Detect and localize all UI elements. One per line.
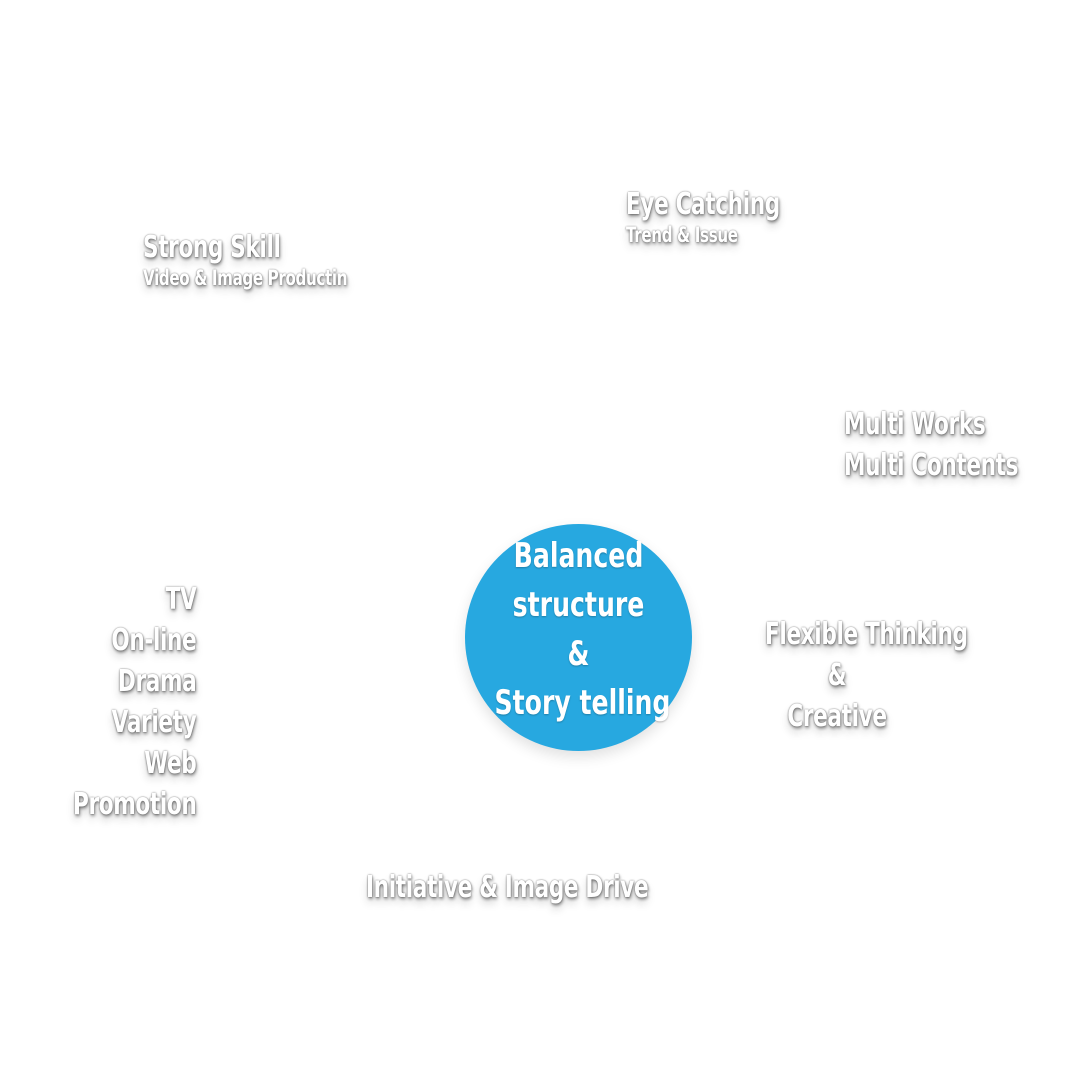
- genre-item: Variety: [111, 705, 196, 740]
- strong-skill-title: Strong Skill: [143, 230, 281, 265]
- center-text: Balanced structure & Story telling: [494, 532, 671, 728]
- genre-item: On-line: [110, 623, 196, 658]
- multi-line-2: Multi Contents: [844, 448, 1019, 483]
- node-multi: Multi Works Multi Contents: [844, 404, 1018, 486]
- flexible-line-1: Flexible Thinking: [765, 617, 968, 652]
- strong-skill-subtitle: Video & Image Productin: [143, 266, 348, 290]
- genre-item: Web: [143, 746, 196, 781]
- node-strong-skill: Strong Skill Video & Image Productin: [143, 230, 347, 291]
- center-line-4: Story telling: [494, 683, 671, 723]
- flexible-line-3: Creative: [787, 699, 887, 734]
- genre-item: Promotion: [72, 787, 197, 822]
- multi-line-1: Multi Works: [844, 407, 986, 442]
- eye-catching-subtitle: Trend & Issue: [626, 223, 738, 247]
- node-genres: TV On-line Drama Variety Web Promotion: [72, 579, 197, 825]
- node-initiative: Initiative & Image Drive: [366, 870, 649, 906]
- center-circle: [465, 524, 692, 751]
- genre-item: TV: [165, 582, 196, 617]
- flexible-line-2: &: [827, 658, 847, 693]
- node-flexible: Flexible Thinking & Creative: [765, 614, 968, 737]
- center-line-3: &: [567, 634, 590, 674]
- center-line-2: structure: [512, 585, 645, 625]
- node-eye-catching: Eye Catching Trend & Issue: [626, 187, 780, 248]
- initiative-title: Initiative & Image Drive: [366, 870, 649, 905]
- center-line-1: Balanced: [513, 536, 644, 576]
- genre-item: Drama: [117, 664, 197, 699]
- eye-catching-title: Eye Catching: [626, 187, 780, 222]
